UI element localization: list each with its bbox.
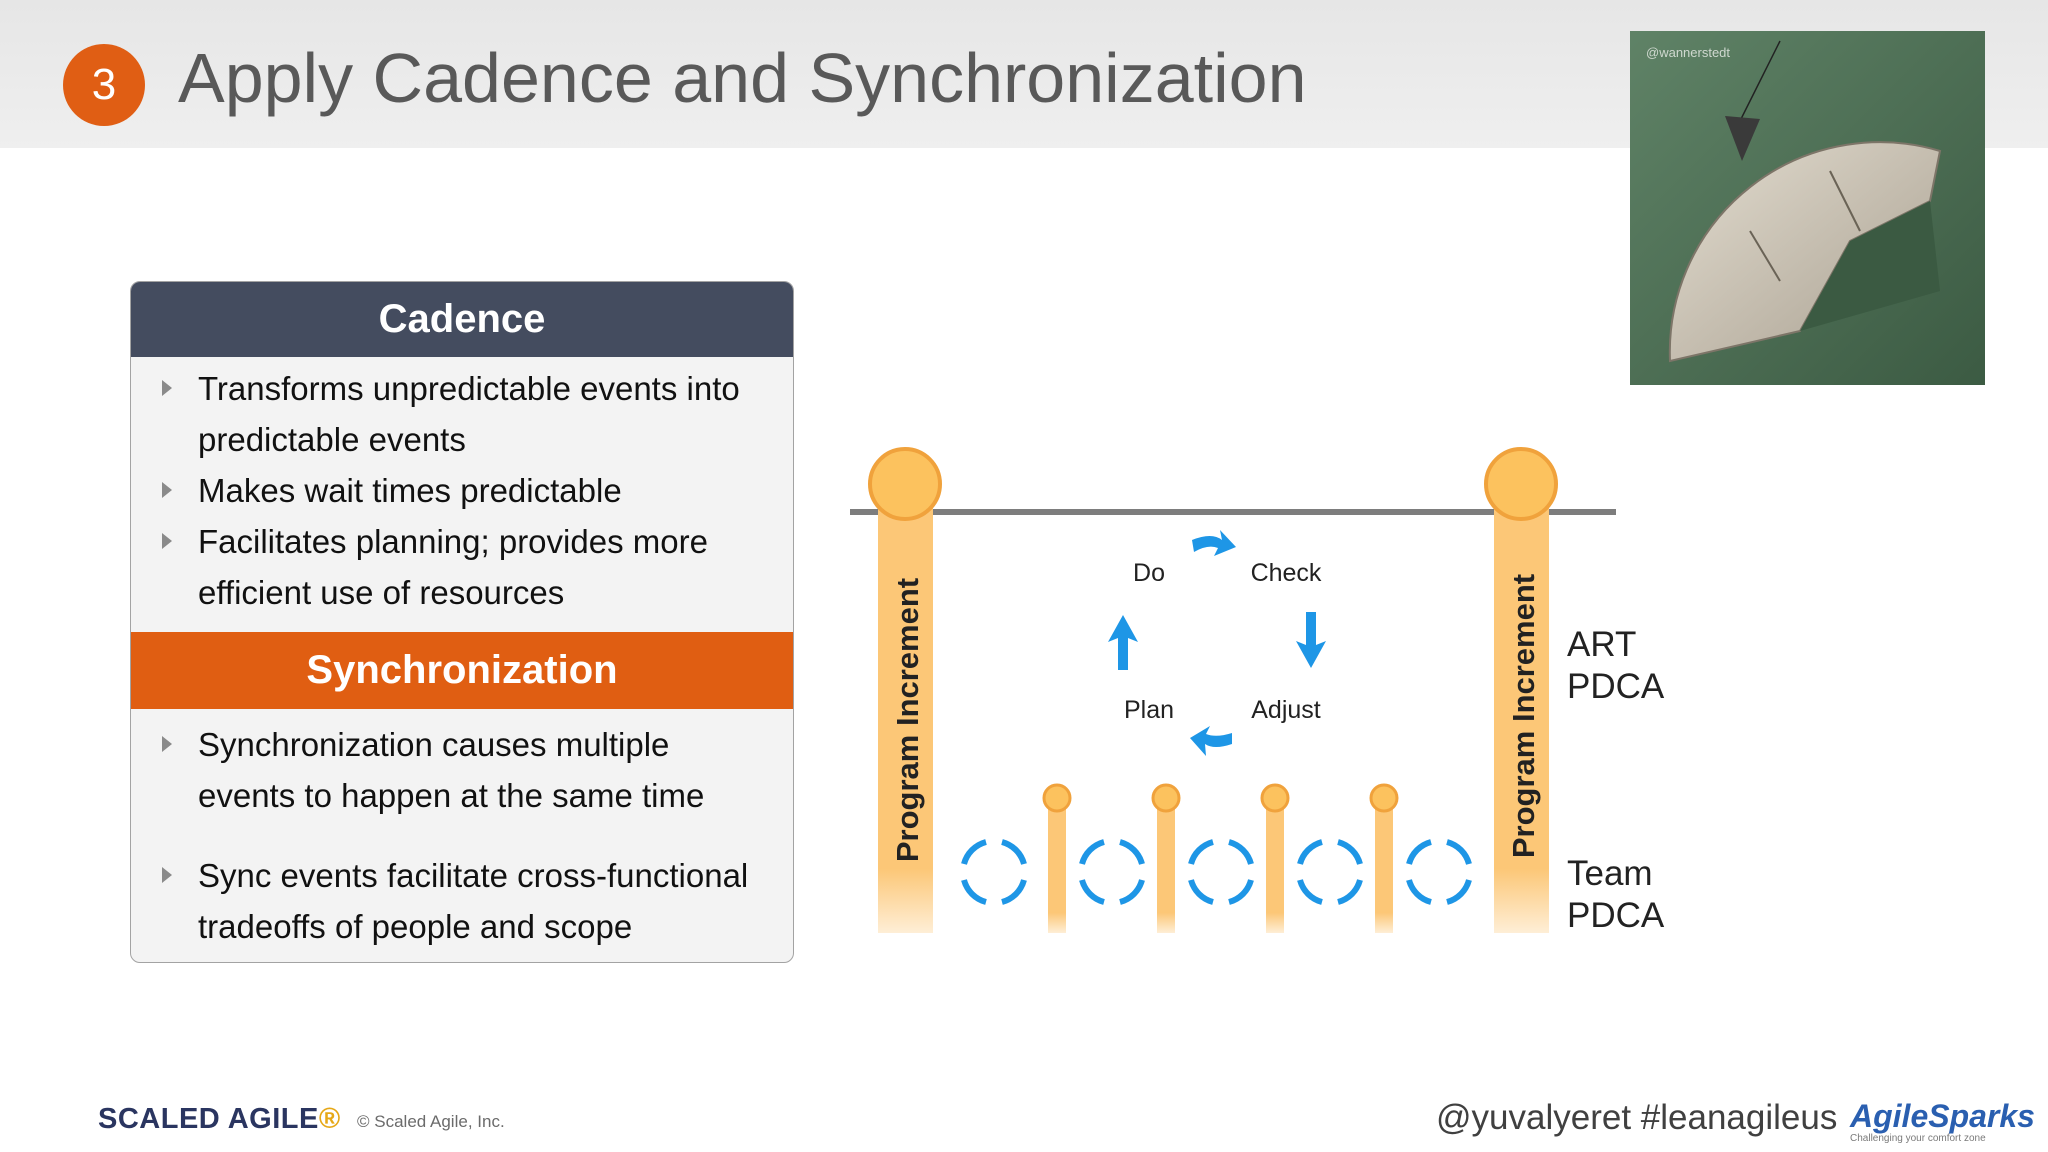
bullet-item: Synchronization causes multiple events to… [131, 719, 793, 821]
pdca-labels: Do Check Plan Adjust [1124, 559, 1322, 724]
logo-text: Agile [1850, 1098, 1929, 1134]
pillar-left: Program Increment [868, 447, 942, 933]
bullet-line: predictable events [198, 421, 466, 458]
arrow-icon [1296, 612, 1326, 668]
pillar-label-right: Program Increment [1506, 574, 1541, 858]
cycle-icon [961, 839, 1027, 905]
team-pdca-cycles [961, 839, 1472, 905]
art-label: PDCA [1567, 667, 1665, 706]
art-label: ART [1567, 625, 1636, 664]
bullet-line: tradeoffs of people and scope [198, 908, 633, 945]
bullet-item: Sync events facilitate cross-functional t… [131, 850, 793, 952]
team-label: Team [1567, 854, 1653, 893]
bullet-line: Sync events facilitate cross-functional [198, 857, 749, 894]
pendulum-photo: @wannerstedt [1630, 31, 1985, 385]
pdca-adjust-label: Adjust [1251, 696, 1321, 724]
step-number-badge: 3 [63, 44, 145, 126]
synchronization-heading: Synchronization [131, 632, 793, 709]
bullet-line: Makes wait times predictable [198, 472, 622, 509]
arrow-icon [1190, 726, 1232, 756]
synchronization-bullets: Synchronization causes multiple events to… [131, 719, 793, 952]
agilesparks-logo: AgileSparks Challenging your comfort zon… [1850, 1098, 2035, 1144]
bullet-item: Facilitates planning; provides more effic… [131, 516, 793, 618]
pillar-right: Program Increment [1484, 447, 1558, 933]
cadence-sync-panel: Cadence Transforms unpredictable events … [130, 281, 794, 963]
cycle-icon [1079, 839, 1145, 905]
bullet-item: Transforms unpredictable events into pred… [131, 363, 793, 465]
bullet-item: Makes wait times predictable [131, 465, 793, 516]
iteration-posts [1042, 783, 1399, 933]
cadence-heading: Cadence [131, 282, 793, 357]
pendulum-illustration [1630, 31, 1985, 385]
cycle-icon [1297, 839, 1363, 905]
bullet-line: events to happen at the same time [198, 777, 705, 814]
agilesparks-tagline: Challenging your comfort zone [1850, 1133, 1986, 1144]
level-labels: ART PDCA Team PDCA [1567, 625, 1665, 935]
photo-credit: @wannerstedt [1646, 45, 1731, 60]
cycle-icon [1188, 839, 1254, 905]
pdca-plan-label: Plan [1124, 696, 1174, 724]
arrow-icon [1192, 530, 1236, 556]
cadence-bullets: Transforms unpredictable events into pred… [131, 363, 793, 618]
logo-text: SCALED AGILE [98, 1103, 319, 1135]
logo-text: Sparks [1928, 1098, 2035, 1134]
bullet-line: Transforms unpredictable events into [198, 370, 740, 407]
pdca-check-label: Check [1251, 559, 1322, 587]
social-handle: @yuvalyeret #leanagileus [1436, 1098, 1838, 1137]
pdca-cycle-arrows [1108, 530, 1326, 756]
bullet-line: Facilitates planning; provides more [198, 523, 708, 560]
slide-title: Apply Cadence and Synchronization [178, 39, 1307, 117]
pdca-do-label: Do [1133, 559, 1165, 587]
agilesparks-name: AgileSparks [1850, 1098, 2035, 1135]
logo-mark: ® [318, 1103, 341, 1135]
team-label: PDCA [1567, 896, 1665, 935]
scaled-agile-logo: SCALED AGILE® [98, 1103, 341, 1136]
copyright: © Scaled Agile, Inc. [357, 1112, 505, 1131]
pillar-label-left: Program Increment [890, 578, 925, 862]
bullet-line: Synchronization causes multiple [198, 726, 670, 763]
cycle-icon [1406, 839, 1472, 905]
bullet-line: efficient use of resources [198, 574, 565, 611]
arrow-icon [1108, 615, 1138, 670]
